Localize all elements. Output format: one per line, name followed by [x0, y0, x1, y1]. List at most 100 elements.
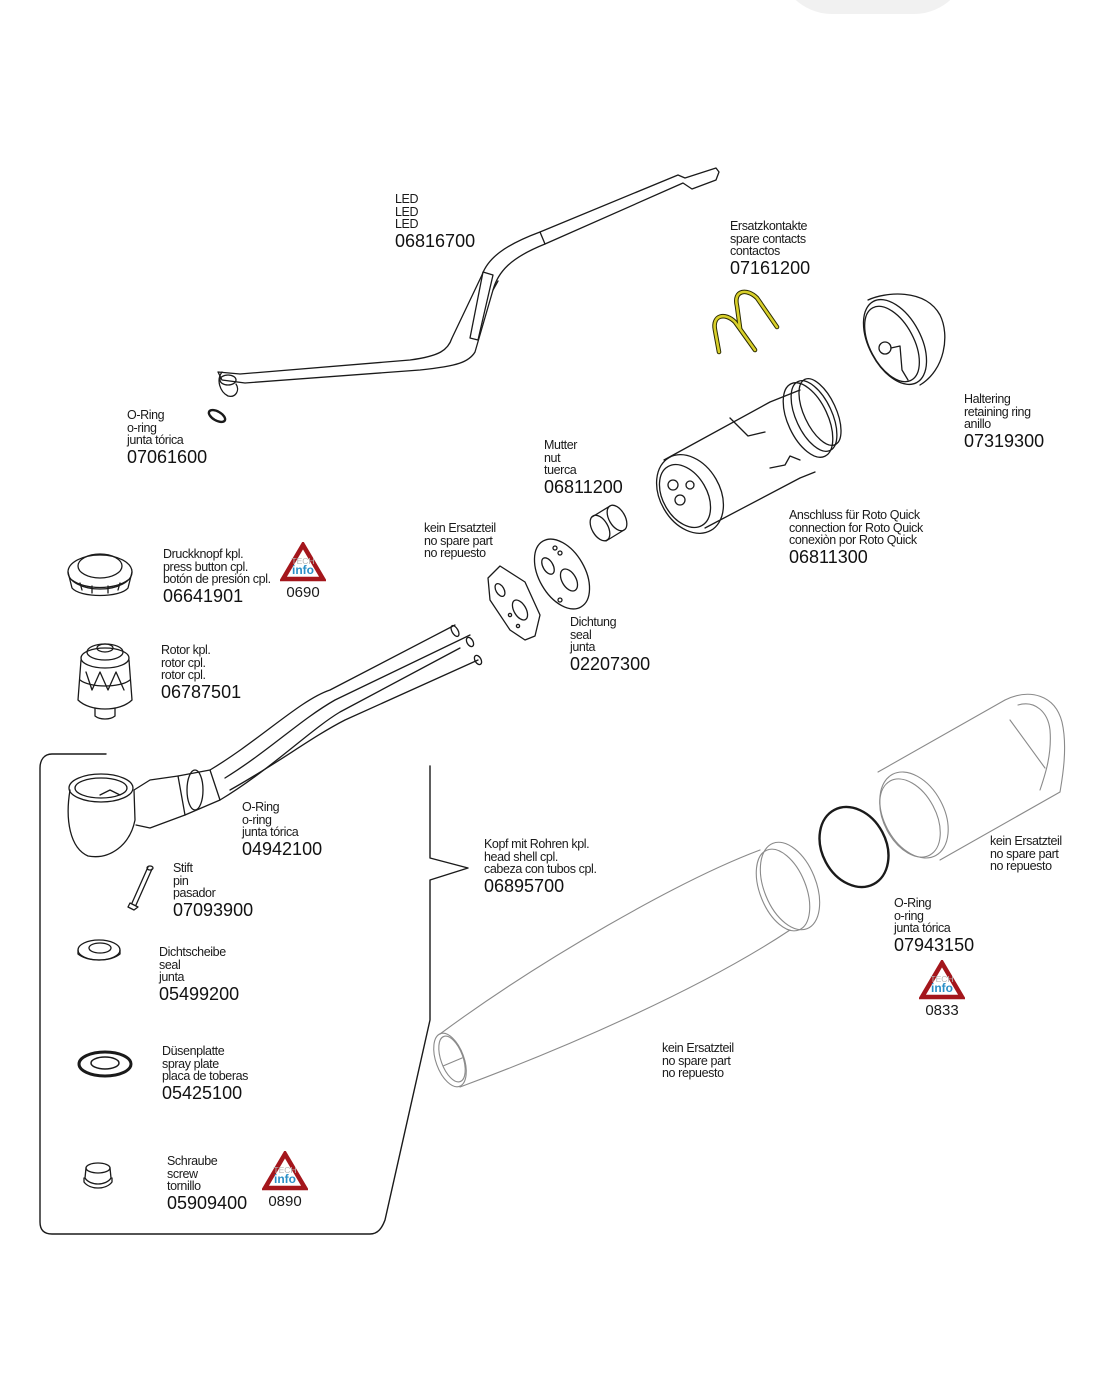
nut-drawing	[589, 504, 628, 542]
label-line: no spare part	[990, 846, 1059, 861]
label-rotor: Rotor kpl. rotor cpl. rotor cpl. 0678750…	[161, 644, 241, 702]
pin-drawing	[127, 865, 154, 911]
label-line: seal	[159, 957, 181, 972]
part-number: 07161200	[730, 257, 811, 278]
seal-disc-drawing	[77, 939, 121, 961]
label-line: connection for Roto Quick	[789, 520, 923, 535]
label-line: no repuesto	[424, 546, 486, 560]
label-nut: Mutter nut tuerca 06811200	[544, 439, 623, 497]
label-line: rotor cpl.	[161, 668, 206, 682]
label-line: Stift	[173, 861, 193, 875]
label-line: O-Ring	[894, 896, 932, 910]
tech-info-badge[interactable]: TECH info 0690	[279, 542, 327, 601]
tech-info-badge[interactable]: TECH info 0890	[261, 1151, 309, 1210]
label-screw: Schraube screw tornillo 05909400	[167, 1155, 247, 1213]
label-line: o-ring	[894, 908, 924, 923]
part-number: 07093900	[173, 899, 254, 920]
label-roto-quick-connection: Anschluss für Roto Quick connection for …	[789, 509, 923, 567]
label-seal-disc: Dichtscheibe seal junta 05499200	[159, 946, 239, 1004]
label-line: tornillo	[167, 1179, 201, 1193]
part-number: 06816700	[395, 230, 476, 251]
rotor-drawing	[77, 643, 133, 720]
oring-large-drawing	[818, 805, 890, 889]
label-line: Dichtung	[570, 615, 617, 629]
label-no-spare-sleeve: kein Ersatzteil no spare part no repuest…	[990, 835, 1062, 873]
tech-info-icon: TECH info	[262, 1151, 308, 1191]
part-number: 06811200	[544, 476, 623, 497]
head-shell-drawing	[67, 624, 483, 858]
label-line: pasador	[173, 886, 216, 900]
info-text: info	[274, 1172, 296, 1186]
label-line: contactos	[730, 244, 780, 258]
spare-contacts-drawing	[712, 289, 780, 355]
seal-dichtung-drawing	[533, 538, 591, 610]
label-line: O-Ring	[127, 408, 165, 422]
label-line: LED	[395, 217, 419, 231]
part-number: 06811300	[789, 546, 868, 567]
press-button-drawing	[67, 553, 133, 597]
gasket-no-spare-drawing	[487, 565, 541, 641]
roto-quick-connection-drawing	[655, 378, 842, 534]
oring-small-drawing	[207, 408, 227, 424]
group-bracket	[39, 753, 469, 1235]
label-seal-dichtung: Dichtung seal junta 02207300	[570, 616, 650, 674]
label-spare-contacts: Ersatzkontakte spare contacts contactos …	[730, 220, 810, 278]
label-line: retaining ring	[964, 404, 1031, 419]
label-line: no repuesto	[990, 859, 1052, 873]
label-line: pin	[173, 873, 189, 888]
label-line: head shell cpl.	[484, 849, 558, 864]
top-tab-decoration	[778, 0, 968, 14]
tech-info-number: 0690	[286, 584, 320, 601]
label-head-shell: Kopf mit Rohren kpl. head shell cpl. cab…	[484, 838, 597, 896]
label-line: O-Ring	[242, 800, 280, 814]
label-line: junta	[570, 640, 596, 654]
part-number: 07319300	[964, 430, 1045, 451]
label-line: o-ring	[127, 420, 157, 435]
label-line: placa de toberas	[162, 1069, 249, 1083]
label-line: Anschluss für Roto Quick	[789, 508, 920, 522]
outer-shell-no-spare-drawing	[433, 841, 821, 1088]
label-line: anillo	[964, 417, 991, 431]
label-line: o-ring	[242, 812, 272, 827]
screw-drawing	[83, 1162, 113, 1189]
part-number: 06641901	[163, 585, 244, 606]
label-line: seal	[570, 627, 592, 642]
part-number: 06787501	[161, 681, 242, 702]
part-number: 07943150	[894, 934, 975, 955]
tech-info-number: 0833	[925, 1002, 959, 1019]
label-no-spare-shell: kein Ersatzteil no spare part no repuest…	[662, 1042, 734, 1080]
label-line: no spare part	[662, 1053, 731, 1068]
label-line: kein Ersatzteil	[990, 834, 1062, 848]
label-spray-plate: Düsenplatte spray plate placa de toberas…	[162, 1045, 248, 1103]
tech-info-icon: TECH info	[280, 542, 326, 582]
label-no-spare-gasket: kein Ersatzteil no spare part no repuest…	[424, 522, 496, 560]
info-text: info	[931, 981, 953, 995]
tech-info-icon: TECH info	[919, 960, 965, 1000]
label-line: nut	[544, 450, 561, 465]
tech-text: TECH	[930, 974, 953, 984]
label-line: LED	[395, 204, 419, 219]
part-number: 05499200	[159, 983, 240, 1004]
label-line: Druckknopf kpl.	[163, 547, 244, 561]
label-line: screw	[167, 1166, 198, 1181]
label-line: junta tórica	[242, 825, 299, 839]
label-line: spare contacts	[730, 231, 806, 246]
label-line: Kopf mit Rohren kpl.	[484, 837, 590, 851]
spray-plate-drawing	[77, 1050, 133, 1078]
part-number: 06895700	[484, 875, 565, 896]
label-line: junta	[159, 970, 185, 984]
label-line: conexiòn por Roto Quick	[789, 533, 917, 547]
retaining-ring-drawing	[862, 293, 946, 386]
label-line: LED	[395, 192, 419, 206]
led-strip-drawing	[217, 167, 720, 397]
info-text: info	[292, 563, 314, 577]
label-line: Schraube	[167, 1154, 218, 1168]
part-number: 05909400	[167, 1192, 248, 1213]
tech-info-number: 0890	[268, 1193, 302, 1210]
part-number: 04942100	[242, 838, 323, 859]
label-line: Dichtscheibe	[159, 945, 226, 959]
label-line: Rotor kpl.	[161, 643, 211, 657]
label-oring-top: O-Ring o-ring junta tórica 07061600	[127, 409, 207, 467]
tech-info-badge[interactable]: TECH info 0833	[918, 960, 966, 1019]
